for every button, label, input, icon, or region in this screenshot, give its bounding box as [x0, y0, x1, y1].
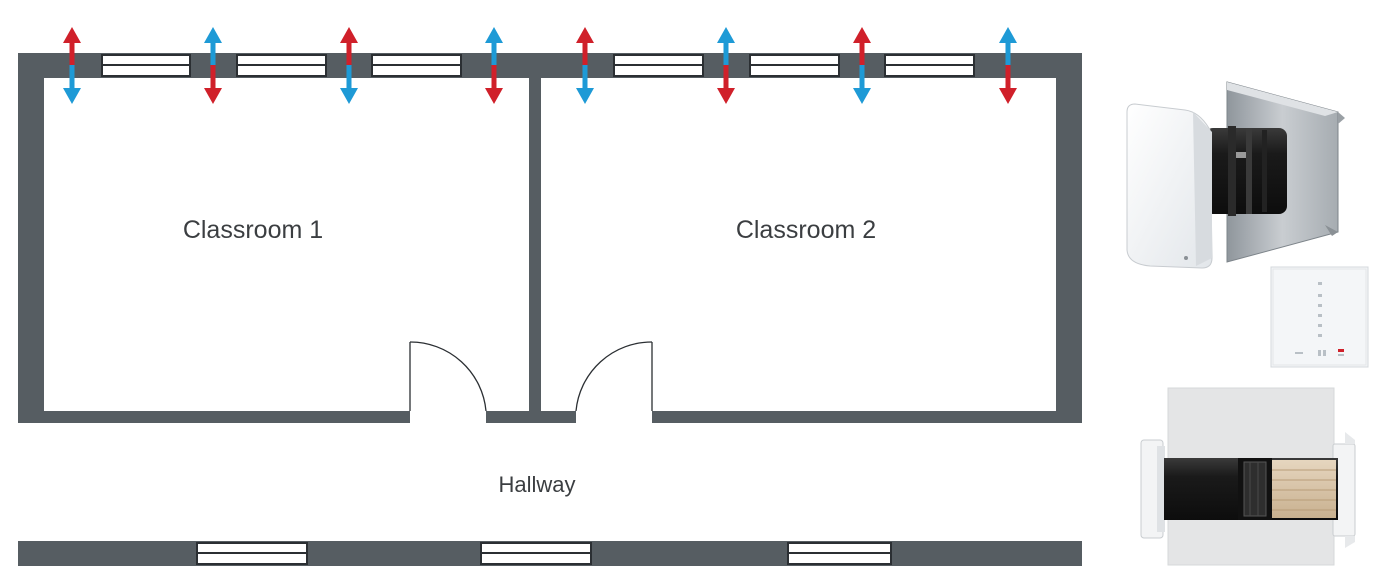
window — [613, 54, 704, 77]
right-wall — [1056, 53, 1082, 423]
bottom-wall-segment — [486, 411, 576, 423]
airflow-arrow-icon — [340, 27, 358, 104]
airflow-arrow-icon — [999, 27, 1017, 104]
airflow-arrow-icon — [485, 27, 503, 104]
window — [480, 542, 592, 565]
airflow-arrow-icon — [576, 27, 594, 104]
window — [196, 542, 308, 565]
divider-wall — [529, 53, 541, 423]
classroom-2-label: Classroom 2 — [736, 216, 876, 244]
hallway-windows — [196, 542, 892, 565]
window — [236, 54, 327, 77]
airflow-arrow-icon — [717, 27, 735, 104]
wall-ventilator-unit-icon — [1126, 81, 1345, 269]
ventilator-cross-section-icon — [1140, 387, 1356, 566]
classroom-1-label: Classroom 1 — [183, 216, 323, 244]
window — [749, 54, 840, 77]
airflow-arrow-icon — [853, 27, 871, 104]
door-classroom-1 — [409, 341, 487, 412]
door-classroom-2 — [575, 341, 653, 412]
airflow-arrow-icon — [204, 27, 222, 104]
window — [101, 54, 191, 77]
hallway-label: Hallway — [498, 472, 575, 497]
airflow-arrow-icon — [63, 27, 81, 104]
floor-plan — [18, 53, 1082, 566]
top-windows — [101, 54, 975, 77]
control-panel-icon — [1270, 266, 1369, 368]
window — [884, 54, 975, 77]
bottom-wall-segment — [18, 411, 410, 423]
window — [787, 542, 892, 565]
window — [371, 54, 462, 77]
left-wall — [18, 53, 44, 423]
airflow-arrows — [63, 27, 1017, 104]
bottom-wall-segment — [652, 411, 1082, 423]
